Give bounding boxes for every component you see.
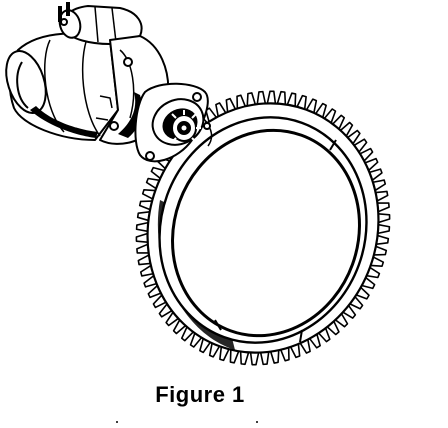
solenoid-terminal bbox=[66, 2, 70, 16]
gear-tooth bbox=[353, 138, 368, 153]
mounting-bolt bbox=[109, 121, 119, 131]
gear-tooth bbox=[150, 166, 165, 179]
gear-tooth bbox=[215, 102, 227, 117]
gear-tooth bbox=[318, 327, 331, 343]
ring-gear bbox=[135, 90, 391, 366]
gear-tooth bbox=[299, 339, 311, 354]
gear-tooth bbox=[361, 277, 376, 290]
gear-tooth bbox=[136, 210, 150, 222]
gear-tooth bbox=[364, 157, 379, 171]
gear-tooth bbox=[266, 90, 277, 104]
gear-tooth bbox=[236, 94, 247, 109]
ring-gear-bore bbox=[171, 128, 361, 338]
gear-tooth bbox=[256, 90, 267, 105]
gear-tooth bbox=[135, 232, 148, 243]
gear-tooth bbox=[359, 147, 374, 162]
gear-tooth bbox=[208, 343, 221, 358]
gear-tooth bbox=[309, 334, 321, 349]
flange-bolt-hole bbox=[145, 151, 155, 161]
gear-tooth bbox=[375, 190, 389, 202]
gear-tooth bbox=[180, 326, 194, 342]
gear-tooth bbox=[225, 97, 237, 113]
gear-tooth bbox=[326, 320, 340, 336]
gear-tooth bbox=[315, 102, 327, 118]
gear-tooth bbox=[143, 275, 157, 288]
solenoid-terminal bbox=[58, 6, 62, 22]
gear-tooth bbox=[334, 313, 349, 328]
gear-tooth bbox=[138, 200, 153, 211]
gear-tooth bbox=[172, 319, 187, 335]
gear-tooth bbox=[229, 349, 240, 364]
gear-tooth bbox=[152, 294, 167, 309]
gear-tooth bbox=[370, 256, 385, 267]
gear-tooth bbox=[137, 254, 151, 266]
gear-tooth bbox=[165, 311, 179, 327]
gear-tooth bbox=[135, 221, 149, 233]
gear-tooth bbox=[145, 177, 160, 190]
gear-tooth bbox=[199, 338, 211, 354]
mounting-bolt bbox=[123, 57, 133, 67]
gear-tooth bbox=[373, 245, 388, 256]
gear-tooth bbox=[189, 332, 203, 348]
gear-tooth bbox=[342, 305, 357, 319]
gear-tooth bbox=[141, 189, 156, 200]
gear-tooth bbox=[377, 223, 391, 235]
gear-tooth bbox=[276, 90, 287, 105]
flange-bolt-hole bbox=[192, 92, 202, 102]
gear-tooth bbox=[289, 343, 301, 359]
gear-tooth bbox=[339, 121, 354, 137]
gear-tooth bbox=[296, 94, 307, 110]
gear-tooth bbox=[377, 202, 390, 213]
ring-gear-root bbox=[146, 102, 380, 354]
gear-tooth bbox=[376, 234, 390, 246]
gear-tooth bbox=[355, 286, 370, 300]
gear-tooth bbox=[136, 243, 149, 254]
gear-tooth bbox=[305, 98, 318, 113]
gear-tooth bbox=[366, 266, 381, 279]
gear-tooth bbox=[369, 168, 383, 181]
gear-tooth bbox=[349, 296, 364, 310]
gear-tooth bbox=[147, 285, 162, 299]
starter-motor bbox=[5, 2, 213, 163]
gear-tooth bbox=[372, 179, 387, 192]
gear-tooth bbox=[323, 108, 337, 124]
gear-tooth bbox=[158, 303, 173, 318]
gear-tooth bbox=[286, 92, 297, 107]
gear-tooth bbox=[332, 114, 346, 130]
pinion-gear bbox=[171, 110, 201, 143]
gear-tooth bbox=[269, 350, 280, 364]
gear-tooth bbox=[219, 346, 230, 362]
gear-tooth bbox=[279, 347, 290, 362]
gear-tooth bbox=[239, 351, 250, 366]
gear-tooth bbox=[378, 213, 391, 224]
figure-caption: Figure 1 bbox=[155, 382, 245, 407]
gear-tooth bbox=[246, 92, 257, 106]
gear-tooth bbox=[139, 264, 154, 277]
gear-tooth bbox=[249, 352, 260, 366]
gear-tooth bbox=[347, 129, 361, 145]
gear-tooth bbox=[259, 351, 270, 366]
